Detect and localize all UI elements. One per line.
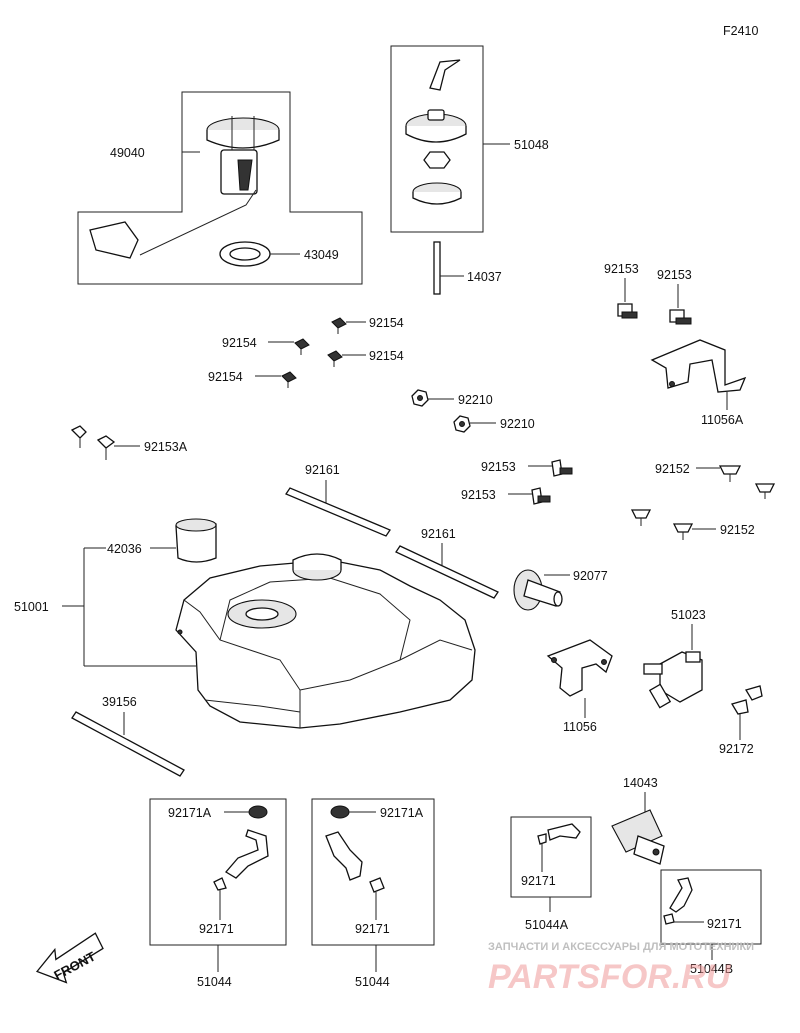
cap-nut[interactable] bbox=[423, 151, 451, 169]
label-92153-d: 92153 bbox=[461, 488, 496, 502]
bolt-92152-c[interactable] bbox=[630, 509, 652, 526]
label-11056: 11056 bbox=[563, 720, 597, 734]
bolt-92152-b[interactable] bbox=[754, 483, 776, 499]
bolt-92153-a[interactable] bbox=[617, 303, 638, 319]
bracket-11056[interactable] bbox=[546, 639, 613, 697]
label-92161-a: 92161 bbox=[305, 463, 340, 477]
label-92171-d: 92171 bbox=[707, 917, 742, 931]
label-92077: 92077 bbox=[573, 569, 608, 583]
label-92171-c: 92171 bbox=[521, 874, 556, 888]
strip-92161-a[interactable] bbox=[285, 487, 391, 537]
hose-group-frame-b bbox=[311, 798, 435, 946]
clip-92154-d[interactable] bbox=[281, 371, 297, 388]
label-51001: 51001 bbox=[14, 600, 49, 614]
bolt-92153A-b[interactable] bbox=[96, 435, 116, 460]
watermark-tagline: ЗАПЧАСТИ И АКСЕССУАРЫ ДЛЯ МОТОТЕХНИКИ bbox=[488, 941, 754, 953]
label-92154-d: 92154 bbox=[208, 370, 243, 384]
nut-92210-b[interactable] bbox=[453, 415, 471, 433]
label-92171-b: 92171 bbox=[355, 922, 390, 936]
clamp-92171-a[interactable] bbox=[213, 877, 227, 891]
clamp-92172-a[interactable] bbox=[745, 685, 763, 701]
clip-92154-c[interactable] bbox=[327, 350, 343, 367]
pin-14037[interactable] bbox=[433, 241, 441, 295]
label-51044B: 51044B bbox=[690, 962, 733, 976]
bolt-92152-d[interactable] bbox=[672, 523, 694, 540]
label-92152-b: 92152 bbox=[720, 523, 755, 537]
hose-group-frame-c bbox=[510, 816, 592, 898]
fuel-pump-assembly[interactable] bbox=[89, 116, 280, 259]
label-92210-b: 92210 bbox=[500, 417, 535, 431]
bolt-92153-d[interactable] bbox=[531, 487, 551, 505]
hose-b[interactable] bbox=[325, 831, 363, 881]
filter-42036[interactable] bbox=[175, 518, 217, 563]
bracket-11056A[interactable] bbox=[650, 339, 747, 393]
clamp-92172-b[interactable] bbox=[731, 699, 749, 715]
bolt-92153A-a[interactable] bbox=[70, 425, 87, 448]
bolt-92153-c[interactable] bbox=[551, 459, 573, 477]
label-43049: 43049 bbox=[304, 248, 339, 262]
hose-group-frame-d bbox=[660, 869, 762, 945]
clip-92171A-b[interactable] bbox=[330, 805, 350, 819]
label-92154-a: 92154 bbox=[369, 316, 404, 330]
strip-39156[interactable] bbox=[71, 711, 185, 777]
fuel-cap[interactable] bbox=[405, 109, 467, 143]
label-92210-a: 92210 bbox=[458, 393, 493, 407]
hose-a[interactable] bbox=[225, 829, 269, 879]
bolt-92152-a[interactable] bbox=[718, 465, 742, 482]
clamp-92171-b[interactable] bbox=[369, 877, 385, 893]
label-92153-c: 92153 bbox=[481, 460, 516, 474]
label-42036: 42036 bbox=[107, 542, 142, 556]
label-92171-a: 92171 bbox=[199, 922, 234, 936]
label-92153-b: 92153 bbox=[657, 268, 692, 282]
fuel-pump-group-frame bbox=[77, 91, 363, 285]
label-92153-a: 92153 bbox=[604, 262, 639, 276]
label-14043: 14043 bbox=[623, 776, 658, 790]
label-92171A-b: 92171A bbox=[380, 806, 424, 820]
fuel-filter-14043[interactable] bbox=[611, 809, 665, 865]
fitting-92077[interactable] bbox=[513, 569, 563, 611]
fuel-valve-51023[interactable] bbox=[643, 651, 703, 709]
label-92161-b: 92161 bbox=[421, 527, 456, 541]
watermark-logo: PARTSFOR.RU bbox=[488, 958, 732, 996]
clamp-92171-c[interactable] bbox=[537, 833, 547, 845]
label-51044-a: 51044 bbox=[197, 975, 232, 989]
fuel-tank-51001[interactable] bbox=[175, 553, 476, 729]
pump-gasket[interactable] bbox=[219, 241, 271, 267]
hose-d[interactable] bbox=[669, 877, 693, 913]
label-49040: 49040 bbox=[110, 146, 145, 160]
clip-92154-b[interactable] bbox=[294, 338, 310, 355]
label-92172: 92172 bbox=[719, 742, 754, 756]
label-51044-b: 51044 bbox=[355, 975, 390, 989]
cap-base[interactable] bbox=[412, 182, 462, 205]
fuel-cap-group-frame bbox=[390, 45, 484, 233]
clip-92171A-a[interactable] bbox=[248, 805, 268, 819]
label-51023: 51023 bbox=[671, 608, 706, 622]
label-14037: 14037 bbox=[467, 270, 502, 284]
diagram-code: F2410 bbox=[723, 24, 758, 38]
label-39156: 39156 bbox=[102, 695, 137, 709]
bolt-92153-b[interactable] bbox=[669, 309, 692, 325]
hose-c[interactable] bbox=[547, 823, 581, 841]
label-92152-a: 92152 bbox=[655, 462, 690, 476]
label-92154-c: 92154 bbox=[369, 349, 404, 363]
label-92171A-a: 92171A bbox=[168, 806, 212, 820]
clip-92154-a[interactable] bbox=[331, 317, 347, 334]
strip-92161-b[interactable] bbox=[395, 545, 499, 599]
cap-key[interactable] bbox=[429, 59, 461, 91]
label-51044A: 51044A bbox=[525, 918, 569, 932]
label-92153A: 92153A bbox=[144, 440, 188, 454]
label-51048: 51048 bbox=[514, 138, 549, 152]
label-11056A: 11056A bbox=[701, 413, 744, 427]
front-arrow: FRONT bbox=[35, 932, 104, 984]
nut-92210-a[interactable] bbox=[411, 389, 429, 407]
label-92154-b: 92154 bbox=[222, 336, 257, 350]
clamp-92171-d[interactable] bbox=[663, 913, 675, 925]
